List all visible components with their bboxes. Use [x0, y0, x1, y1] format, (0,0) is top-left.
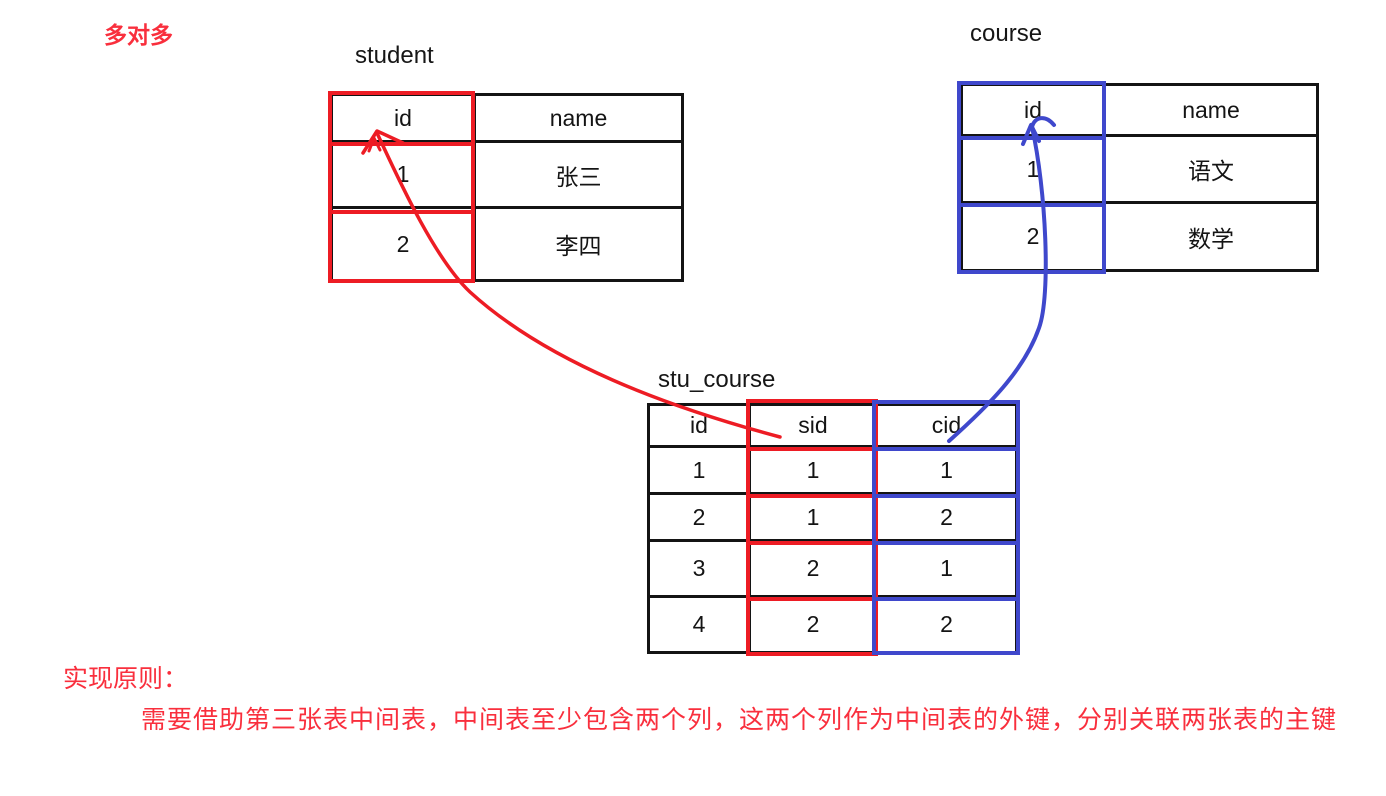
course-table-title: course [970, 20, 1043, 47]
course-cell-id-2: 2 [963, 204, 1106, 269]
student-cell-id-2: 2 [333, 209, 476, 279]
course-header-name: name [1106, 86, 1316, 137]
stu-course-header-sid: sid [751, 406, 878, 448]
stu-course-cell: 1 [878, 448, 1015, 495]
stu-course-cell: 4 [650, 598, 751, 651]
stu-course-table: id sid cid 1 1 1 2 1 2 3 2 1 4 2 2 [647, 403, 1018, 654]
course-table: id name 1 语文 2 数学 [960, 83, 1319, 272]
student-header-name: name [476, 96, 681, 143]
stu-course-cell: 2 [878, 495, 1015, 542]
stu-course-cell: 1 [751, 448, 878, 495]
course-cell-name-2: 数学 [1188, 225, 1234, 252]
topic-label: 多对多 [104, 22, 173, 48]
principle-heading: 实现原则： [63, 665, 189, 693]
stu-course-cell: 2 [650, 495, 751, 542]
stu-course-cell: 2 [751, 542, 878, 598]
stu-course-cell: 1 [650, 448, 751, 495]
student-cell-name-2: 李四 [555, 233, 602, 259]
stu-course-cell: 2 [940, 611, 953, 637]
course-cell-id-1: 1 [963, 137, 1106, 204]
stu-course-cell: 3 [650, 542, 751, 598]
course-cell-name-1: 语文 [1106, 137, 1316, 204]
principle-text: 需要借助第三张表中间表，中间表至少包含两个列，这两个列作为中间表的外键，分别关联… [141, 706, 1338, 734]
stu-course-table-title: stu_course [658, 366, 776, 393]
student-header-id: id [333, 96, 476, 143]
stu-course-cell: 2 [751, 598, 878, 651]
stu-course-cell: 1 [751, 495, 878, 542]
stu-course-header-cid: cid [878, 406, 1015, 448]
course-header-id: id [963, 86, 1106, 137]
student-cell-id-1: 1 [333, 143, 476, 209]
student-cell-name-1: 张三 [476, 143, 681, 209]
stu-course-header-id: id [650, 406, 751, 448]
student-table-title: student [355, 42, 434, 69]
student-table: id name 1 张三 2 李四 [330, 93, 684, 282]
stu-course-cell: 1 [878, 542, 1015, 598]
